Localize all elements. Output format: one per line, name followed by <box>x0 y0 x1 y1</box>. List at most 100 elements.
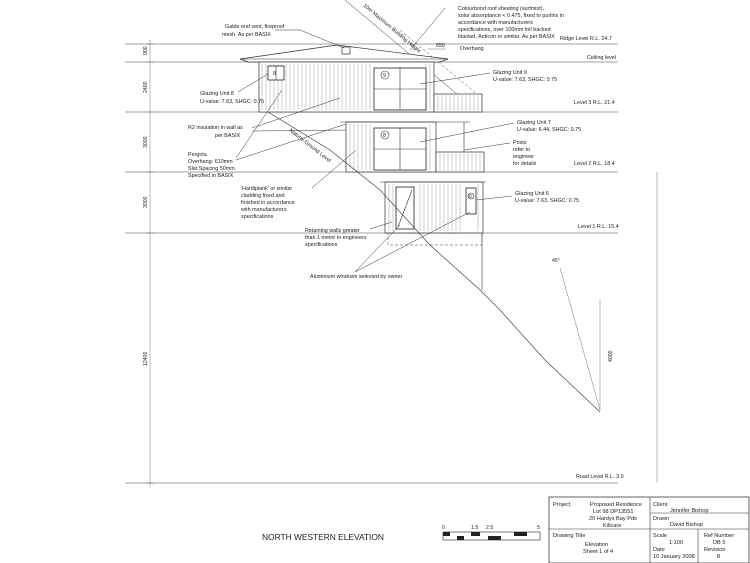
retaining-note-line2: than 1 metre to engineers <box>305 235 367 241</box>
pergola-note-line3: Slat Spacing 50mm <box>188 166 235 172</box>
dim-3000-upper: 3000 <box>143 136 149 148</box>
date-value: 10 January 2008 <box>653 554 695 560</box>
window-9-tag <box>380 70 390 80</box>
glazing7-note-line1: Glazing Unit 7 <box>517 120 551 126</box>
drawing-title-line1: Elevation <box>585 542 608 548</box>
posts-note-line3: engineer <box>513 154 534 160</box>
roof-note-line3: accordance with manufacturers <box>458 20 533 26</box>
posts-note-line1: Posts <box>513 140 527 146</box>
level1-cladding <box>388 184 479 231</box>
pergola-note-line1: Pergola <box>188 152 207 158</box>
natural-ground-label: Natural Ground Level <box>288 128 332 164</box>
level2-cladding <box>349 124 431 170</box>
scale-tick-0: 0 <box>442 525 445 531</box>
glazing6-note-line2: U-value: 7.63, SHGC: 0.75 <box>515 198 579 204</box>
level2-label: Level 2 R.L. 18.4 <box>574 161 615 167</box>
aluminium-note: Aluminium windows selected by owner <box>310 274 402 280</box>
scale-value: 1:100 <box>669 540 683 546</box>
pergola-note-line4: Specified in BASIX <box>188 173 234 179</box>
project-line1: Proposed Residence <box>590 502 642 508</box>
height-line-label: 10m Maximum Building Height <box>362 3 422 55</box>
ridge-level-label: Ridge Level R.L. 24.7 <box>560 36 612 42</box>
r2-note-line1: R2 insulation in wall as <box>188 125 243 131</box>
road-level-label: Road Level R.L. 3.0 <box>576 474 624 480</box>
hardiplank-note-line4: with manufacturers <box>240 207 287 213</box>
roof-setback-dash <box>399 29 479 96</box>
scale-tick-3: 5 <box>537 525 540 531</box>
glazing6-note-line1: Glazing Unit 6 <box>515 191 549 197</box>
client-label: Client <box>653 502 668 508</box>
drawn-label: Drawn <box>653 516 669 522</box>
scale-tick-1: 1.5 <box>471 525 478 531</box>
house: 8 9 8 <box>239 44 486 290</box>
window-7-label: 8 <box>383 133 386 139</box>
dim-900: 900 <box>143 46 149 55</box>
window-7-tag <box>380 130 390 140</box>
project-label: Project <box>553 502 571 508</box>
level1-label: Level 1 R.L. 15.4 <box>578 224 619 230</box>
client-value: Jennifer Bishop <box>670 508 709 514</box>
level-labels: Ridge Level R.L. 24.7 Ceiling level Leve… <box>560 36 624 480</box>
retaining-walls <box>387 232 483 246</box>
ref-label: Ref Number <box>704 533 734 539</box>
revision-label: Revision <box>704 547 725 553</box>
ceiling-level-label: Ceiling level <box>587 55 616 61</box>
r2-note-line2: per BASIX <box>215 133 241 139</box>
title-block: Project Proposed Residence Lot 98 DP1355… <box>548 496 750 563</box>
angle-line <box>559 267 601 411</box>
gable-note-line2: mesh. As per BASIX <box>222 32 271 38</box>
window-6-tag <box>467 192 475 200</box>
roof-note-line5: blanket, Anticon or similar. As per BASI… <box>458 34 555 40</box>
retaining-note-line3: specifications <box>305 242 338 248</box>
hardiplank-note-line2: cladding fixed and <box>241 193 284 199</box>
hardiplank-note-line3: finished in accordance <box>241 200 295 206</box>
drawn-value: David Bishop <box>670 522 703 528</box>
overhang-label: Overhang <box>460 46 484 52</box>
glazing8-note-line1: Glazing Unit 8 <box>200 91 234 97</box>
dim-12400: 12400 <box>143 351 149 366</box>
level3-label: Level 3 R.L. 21.4 <box>574 100 615 106</box>
dim-650: 650 <box>436 43 445 49</box>
dim-2400: 2400 <box>143 81 149 93</box>
scale-tick-2: 2.5 <box>486 525 493 531</box>
window-8-label: 8 <box>273 71 276 77</box>
posts-note-line4: for details <box>513 161 537 167</box>
drawing-title-label: Drawing Title <box>553 533 585 539</box>
roof-note-line4: specifications, over 100mm foil backed <box>458 27 551 33</box>
drawing-title: NORTH WESTERN ELEVATION <box>262 532 384 542</box>
scale-label: Scale <box>653 533 667 539</box>
glazing7-note-line2: U-value: 6.44, SHGC: 0.75 <box>517 127 581 133</box>
left-dimension-chain: 900 2400 3000 3000 12400 <box>143 40 154 487</box>
natural-ground-line <box>267 111 601 413</box>
height-diagonal <box>344 0 471 106</box>
roof-note-line1: Colourbond roof sheeting (surfmist), <box>458 6 544 12</box>
gable-vent <box>341 46 351 55</box>
posts-note-line2: refer to <box>513 147 530 153</box>
annotations: Gable end vent, fireproof mesh. As per B… <box>188 6 581 280</box>
gable-note-line1: Gable end vent, fireproof <box>225 24 285 30</box>
project-line3: 20 Hardys Bay Pde <box>589 516 637 522</box>
drawing-title-line2: Sheet 1 of 4 <box>583 549 613 555</box>
window-6-label: 6 <box>469 194 472 200</box>
date-label: Date <box>653 547 665 553</box>
scale-bar: 0 1.5 2.5 5 <box>442 525 541 541</box>
roof-note-line2: solar absorptance < 0.475, fixed to purl… <box>458 13 564 19</box>
dim-4000: 4000 <box>608 350 614 362</box>
pergola-note-line2: Overhang: 610mm <box>188 159 233 165</box>
ref-value: DB 5 <box>713 540 725 546</box>
overhang-dim: 650 Overhang <box>428 43 484 52</box>
revision-value: 8 <box>717 554 720 560</box>
project-line4: Killcare <box>603 523 621 529</box>
glazing-unit-6 <box>465 187 477 215</box>
project-line2: Lot 98 DP13551 <box>593 509 633 515</box>
dim-3000-lower: 3000 <box>143 196 149 208</box>
glazing9-note-line1: Glazing Unit 9 <box>493 70 527 76</box>
window-9-label: 9 <box>383 73 386 79</box>
hardiplank-note-line5: specifications <box>241 214 274 220</box>
glazing9-note-line2: U-value: 7.63, SHGC: 0.75 <box>493 77 557 83</box>
hardiplank-note-line1: 'Hardiplank' or similar <box>241 186 292 192</box>
setback-geometry: 45° 4000 <box>552 258 614 411</box>
retaining-note-line1: Retaining walls greater <box>305 228 360 234</box>
angle-label: 45° <box>552 258 560 264</box>
